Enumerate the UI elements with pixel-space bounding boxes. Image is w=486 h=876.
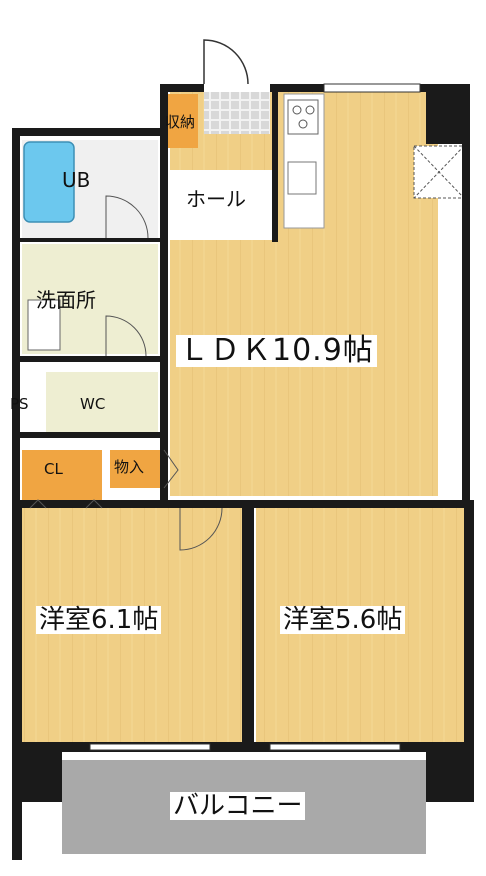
closet-label: CL [44,460,63,478]
wash-basin [27,299,61,351]
bath-door [105,195,149,239]
washroom-door [105,315,147,357]
storage-top-label: 収納 [165,113,196,131]
hall-label: ホール [183,188,249,210]
washroom-label: 洗面所 [36,288,96,312]
western-room-2-label: 洋室5.6帖 [280,606,406,634]
wc-label: WC [80,395,106,413]
sink [287,161,317,195]
bath-label: UB [62,168,91,192]
storage-floor [110,450,162,488]
ldk-label: ＬＤＫ10.9帖 [176,335,377,367]
closet-door [29,499,103,509]
closet-floor [22,450,102,500]
ps-floor [22,372,46,432]
window-ldk [323,83,421,93]
room1-door [179,507,223,551]
wc-floor [46,372,158,432]
window-balcony-1 [89,743,211,751]
storage-top-floor [164,94,198,148]
balcony-label: バルコニー [170,792,306,820]
storage-door [163,449,179,489]
window-balcony-2 [269,743,401,751]
storage-label: 物入 [114,458,145,476]
ps-label: PS [10,395,29,413]
stove [287,99,319,135]
entrance-door [203,39,249,85]
entrance-floor [204,92,270,134]
bathtub [23,141,75,223]
western-room-1-label: 洋室6.1帖 [36,606,162,634]
walls [12,84,474,860]
